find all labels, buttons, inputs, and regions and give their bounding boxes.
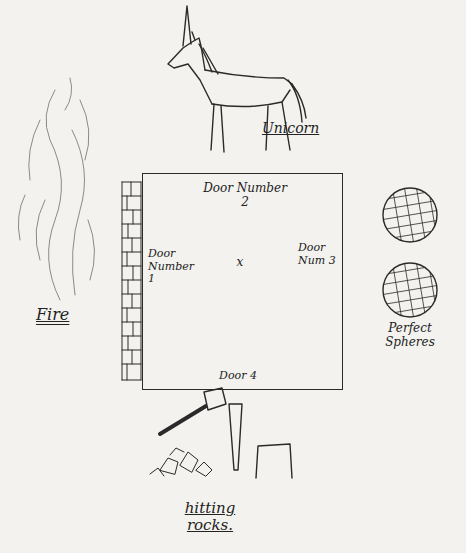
door-label: Door Number 2 [203, 182, 287, 210]
unicorn-body [205, 70, 292, 107]
door-label: Door Num 3 [298, 242, 342, 267]
unicorn-head [168, 38, 212, 104]
rock-block [256, 444, 292, 478]
unicorn-tail [288, 80, 306, 122]
unicorn-horn [183, 6, 191, 46]
rocks [150, 448, 212, 476]
hammer-handle [160, 406, 206, 434]
brick-wall [122, 182, 141, 380]
sphere-hatching [380, 185, 440, 245]
chisel [229, 404, 242, 470]
sketch-caption: hitting rocks. [170, 500, 250, 535]
unicorn-mane [192, 32, 218, 74]
sketch-caption: Unicorn [262, 120, 342, 136]
door-label: Door Number 1 [148, 248, 200, 286]
door-label: Door 4 [203, 370, 273, 383]
hammer-head [204, 388, 226, 410]
center-mark: x [233, 256, 247, 270]
sketch-caption: Fire [36, 306, 96, 324]
room-box: Door Number 2 Door Number 1 x Door Num 3 Doo… [142, 173, 343, 390]
fire-flames [18, 78, 94, 300]
sphere-hatching [380, 260, 440, 320]
sketch-caption: Perfect Spheres [378, 322, 442, 350]
